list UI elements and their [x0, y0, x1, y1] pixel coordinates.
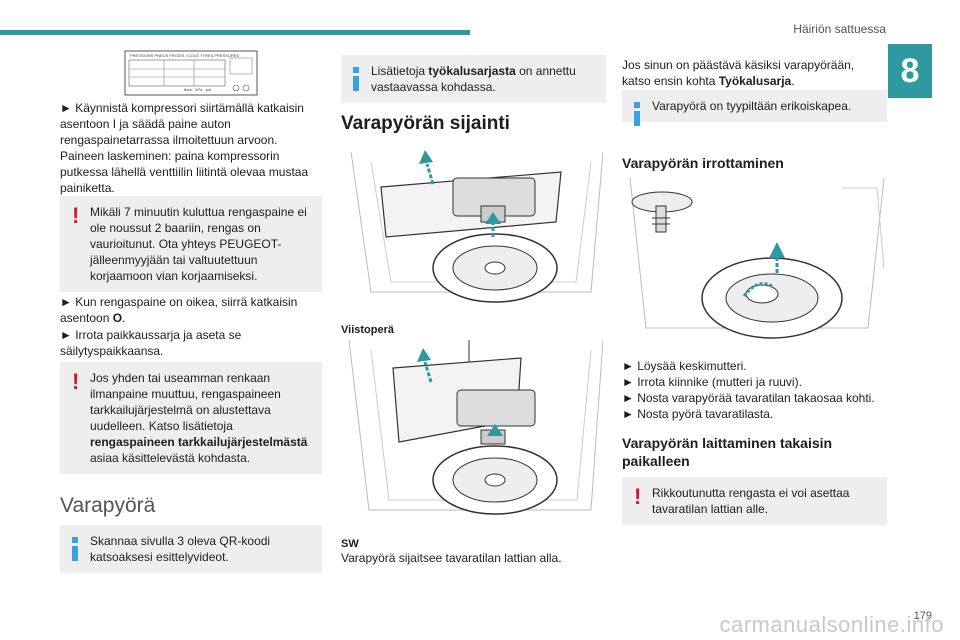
- warning-icon: !: [634, 484, 642, 509]
- paragraph-compressor: ► Käynnistä kompressori siirtämällä katk…: [60, 101, 309, 195]
- info-box-toolkit: Lisätietoja työkalusarjasta on annettu v…: [341, 55, 606, 103]
- step-item: ► Nosta varapyörää tavaratilan takaosaa …: [622, 391, 875, 405]
- caption-location: Varapyörä sijaitsee tavaratilan lattian …: [341, 551, 562, 565]
- warning-box-tpms: ! Jos yhden tai useamman renkaan ilmanpa…: [60, 362, 322, 474]
- step-item: ► Löysää keskimutteri.: [622, 359, 747, 373]
- warning-icon: !: [72, 369, 80, 394]
- chapter-badge: 8: [888, 44, 932, 98]
- info-box-narrow: Varapyörä on tyypiltään erikoiskapea.: [622, 90, 887, 126]
- label-header-text: PRESSIONS PNEUS FROIDS / COLD TYRES PRES…: [130, 53, 240, 58]
- warning-box-pressure: ! Mikäli 7 minuutin kuluttua rengaspaine…: [60, 196, 322, 292]
- sw-boot-illustration: [341, 339, 604, 530]
- warning-text: Jos yhden tai useamman renkaan ilmanpain…: [90, 371, 308, 465]
- label-units-text: bars · kPa · psi: [184, 87, 211, 92]
- hatchback-boot-illustration: [341, 142, 604, 316]
- info-box-qr: Skannaa sivulla 3 oleva QR-koodi katsoak…: [60, 525, 322, 573]
- caption-hatchback: Viistoperä: [341, 324, 394, 336]
- info-text: Skannaa sivulla 3 oleva QR-koodi katsoak…: [90, 534, 271, 564]
- info-icon: [353, 67, 359, 91]
- heading-removal: Varapyörän irrottaminen: [622, 155, 784, 171]
- warning-icon: !: [72, 203, 80, 228]
- info-icon: [634, 102, 640, 126]
- caption-sw: SW: [341, 538, 359, 550]
- section-title: Häiriön sattuessa: [793, 22, 886, 36]
- removal-steps: ► Löysää keskimutteri. ► Irrota kiinnike…: [622, 358, 875, 422]
- step-item: ► Irrota kiinnike (mutteri ja ruuvi).: [622, 375, 802, 389]
- removal-illustration: [622, 177, 886, 350]
- warning-text: Mikäli 7 minuutin kuluttua rengaspaine e…: [90, 205, 307, 283]
- paragraph-store-kit: ► Irrota paikkaussarja ja aseta se säily…: [60, 328, 242, 358]
- info-icon: [72, 537, 78, 561]
- heading-refit: Varapyörän laittaminen takaisin paikalle…: [622, 435, 833, 469]
- warning-box-damaged: ! Rikkoutunutta rengasta ei voi asettaa …: [622, 477, 887, 525]
- tyre-pressure-label-image: PRESSIONS PNEUS FROIDS / COLD TYRES PRES…: [124, 50, 258, 100]
- heading-spare-location: Varapyörän sijainti: [341, 113, 510, 134]
- paragraph-access: Jos sinun on päästävä käsiksi varapyörää…: [622, 58, 855, 88]
- paragraph-switch-off: ► Kun rengaspaine on oikea, siirrä katka…: [60, 295, 298, 325]
- page-number: 179: [913, 610, 932, 622]
- watermark: carmanualsonline.info: [719, 612, 944, 637]
- header-accent-bar: [0, 30, 470, 35]
- step-item: ► Nosta pyörä tavaratilasta.: [622, 407, 774, 421]
- heading-spare-wheel: Varapyörä: [60, 494, 156, 517]
